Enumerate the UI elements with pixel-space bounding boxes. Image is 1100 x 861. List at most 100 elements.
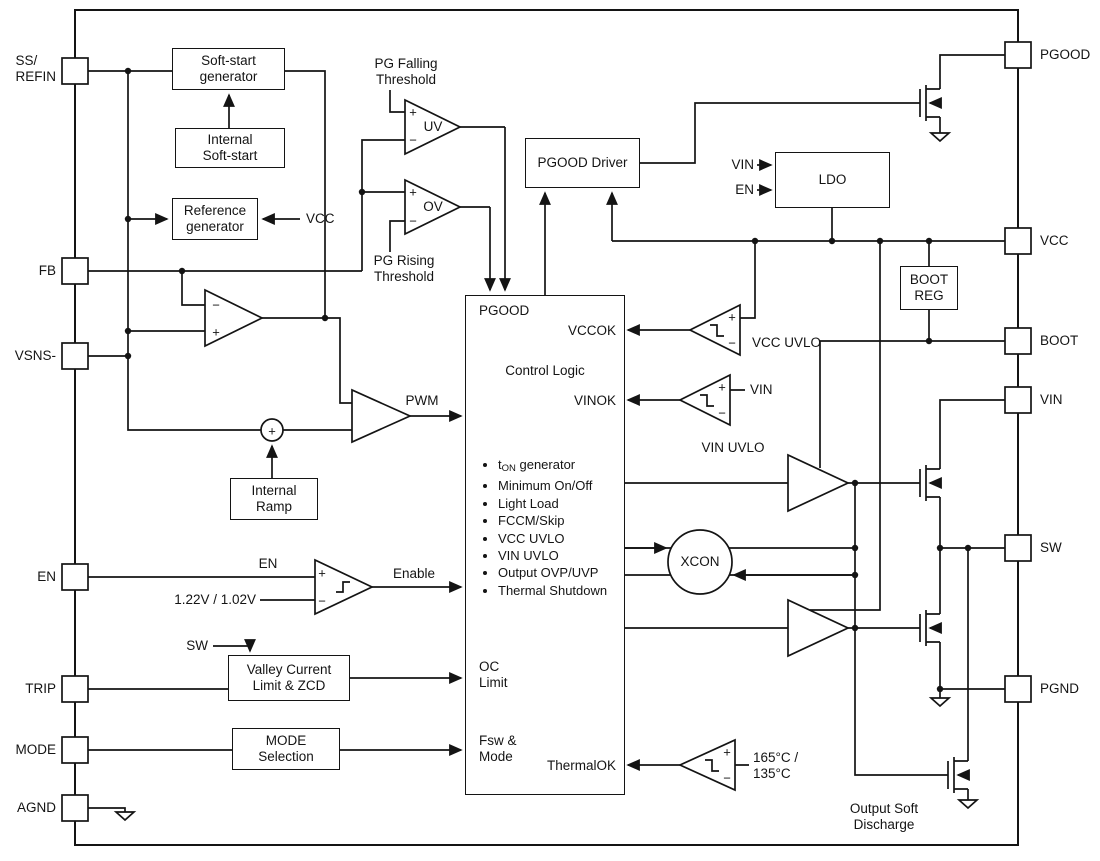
comparator-vin-uvlo	[678, 373, 731, 427]
ground-symbol	[928, 697, 952, 708]
driver-high-side	[787, 453, 851, 513]
label-pg-rising-threshold: PG Rising Threshold	[373, 253, 435, 284]
block-ldo: LDO	[775, 152, 890, 208]
pin-pad-agnd	[61, 794, 89, 822]
error-amp-minus-mark: −	[212, 297, 220, 313]
junction-dots	[124, 67, 972, 693]
label-en-threshold: 1.22V / 1.02V	[174, 592, 256, 608]
summing-plus-mark: +	[268, 423, 276, 439]
ov-plus-mark: +	[409, 184, 417, 200]
vcc-uvlo-minus-mark: −	[728, 335, 736, 351]
pin-pad-ss-refin	[61, 57, 89, 85]
pin-label-agnd: AGND	[16, 800, 56, 816]
mosfet-discharge	[947, 757, 968, 793]
pin-pads	[61, 41, 1032, 822]
pin-label-boot: BOOT	[1040, 333, 1079, 349]
pin-pad-sw	[1004, 534, 1032, 562]
block-reference-generator: Reference generator	[172, 198, 258, 240]
label-en-ldo: EN	[735, 182, 754, 198]
enable-minus-mark: −	[318, 593, 326, 609]
error-amp-plus-mark: +	[212, 324, 220, 340]
block-internal-ramp: Internal Ramp	[230, 478, 318, 520]
xcon-circle	[667, 529, 733, 595]
pin-label-vcc: VCC	[1040, 233, 1069, 249]
mosfet-pgood	[919, 85, 940, 121]
block-pgood-driver: PGOOD Driver	[525, 138, 640, 188]
label-vin-comparator: VIN	[750, 382, 773, 398]
pin-pad-vcc	[1004, 227, 1032, 255]
control-logic-title: Control Logic	[505, 363, 585, 378]
comparator-ov	[404, 178, 462, 236]
pin-pad-pgood	[1004, 41, 1032, 69]
vin-uvlo-minus-mark: −	[718, 405, 726, 421]
schmitt-symbols	[336, 324, 724, 772]
thermal-minus-mark: −	[723, 770, 731, 786]
control-logic-thermalok-label: ThermalOK	[546, 758, 616, 773]
label-output-soft-discharge: Output Soft Discharge	[849, 801, 919, 832]
mosfet-high-side	[919, 465, 940, 501]
comparator-vcc-uvlo	[688, 303, 741, 357]
thermal-plus-mark: +	[723, 744, 731, 760]
block-mode-selection: MODE Selection	[232, 728, 340, 770]
list-item: Output OVP/UVP	[498, 564, 648, 581]
pin-label-trip: TRIP	[25, 681, 56, 697]
pin-label-pgnd: PGND	[1040, 681, 1080, 697]
pin-label-sw: SW	[1040, 540, 1062, 556]
list-item: VIN UVLO	[498, 547, 648, 564]
comparator-uv	[404, 98, 462, 156]
enable-plus-mark: +	[318, 565, 326, 581]
comparator-pwm	[351, 388, 413, 444]
ground-symbol	[113, 811, 137, 822]
error-amplifier	[204, 288, 264, 348]
driver-low-side	[787, 598, 851, 658]
summing-junction	[260, 418, 284, 442]
pin-pad-trip	[61, 675, 89, 703]
label-enable: Enable	[392, 566, 436, 582]
mosfet-low-side	[919, 610, 940, 646]
label-vcc-uvlo: VCC UVLO	[752, 335, 822, 351]
block-boot-reg: BOOT REG	[900, 266, 958, 310]
signal-arrows	[128, 93, 970, 781]
chip-outline	[74, 9, 1019, 846]
uv-minus-mark: −	[409, 132, 417, 148]
label-vin-ldo: VIN	[731, 157, 754, 173]
pin-label-ss-refin: SS/ REFIN	[15, 53, 57, 84]
label-sw-sense: SW	[186, 638, 208, 654]
vcc-uvlo-plus-mark: +	[728, 309, 736, 325]
label-thermal-thresholds: 165°C / 135°C	[753, 750, 799, 781]
pin-pad-fb	[61, 257, 89, 285]
block-control-logic: PGOOD VCCOK Control Logic VINOK tON gene…	[465, 295, 625, 795]
control-logic-oc-limit-label: OC Limit	[479, 659, 508, 691]
label-vin-uvlo: VIN UVLO	[701, 440, 765, 456]
pin-pad-mode	[61, 736, 89, 764]
block-valley-current-limit: Valley Current Limit & ZCD	[228, 655, 350, 701]
block-internal-soft-start: Internal Soft-start	[175, 128, 285, 168]
control-logic-pgood-label: PGOOD	[479, 303, 530, 318]
ground-symbol	[956, 799, 980, 810]
list-item: Minimum On/Off	[498, 477, 648, 494]
control-logic-vccok-label: VCCOK	[567, 323, 616, 338]
pin-label-pgood: PGOOD	[1040, 47, 1091, 63]
list-item: tON generator	[498, 456, 648, 477]
list-item: Thermal Shutdown	[498, 582, 648, 599]
pin-pad-pgnd	[1004, 675, 1032, 703]
label-uv: UV	[423, 119, 443, 135]
label-pg-falling-threshold: PG Falling Threshold	[374, 56, 438, 87]
label-vcc-ref: VCC	[306, 211, 335, 227]
pin-pad-vsns	[61, 342, 89, 370]
vin-uvlo-plus-mark: +	[718, 379, 726, 395]
pin-pad-vin	[1004, 386, 1032, 414]
comparator-thermal	[677, 738, 736, 792]
block-soft-start-generator: Soft-start generator	[172, 48, 285, 90]
pin-pad-en	[61, 563, 89, 591]
uv-plus-mark: +	[409, 104, 417, 120]
pin-label-vsns: VSNS-	[14, 348, 56, 364]
list-item: VCC UVLO	[498, 530, 648, 547]
label-pwm: PWM	[405, 393, 439, 409]
label-ov: OV	[423, 199, 443, 215]
control-logic-vinok-label: VINOK	[573, 393, 616, 408]
label-en-signal: EN	[258, 556, 278, 572]
control-logic-fsw-mode-label: Fsw & Mode	[479, 733, 517, 765]
